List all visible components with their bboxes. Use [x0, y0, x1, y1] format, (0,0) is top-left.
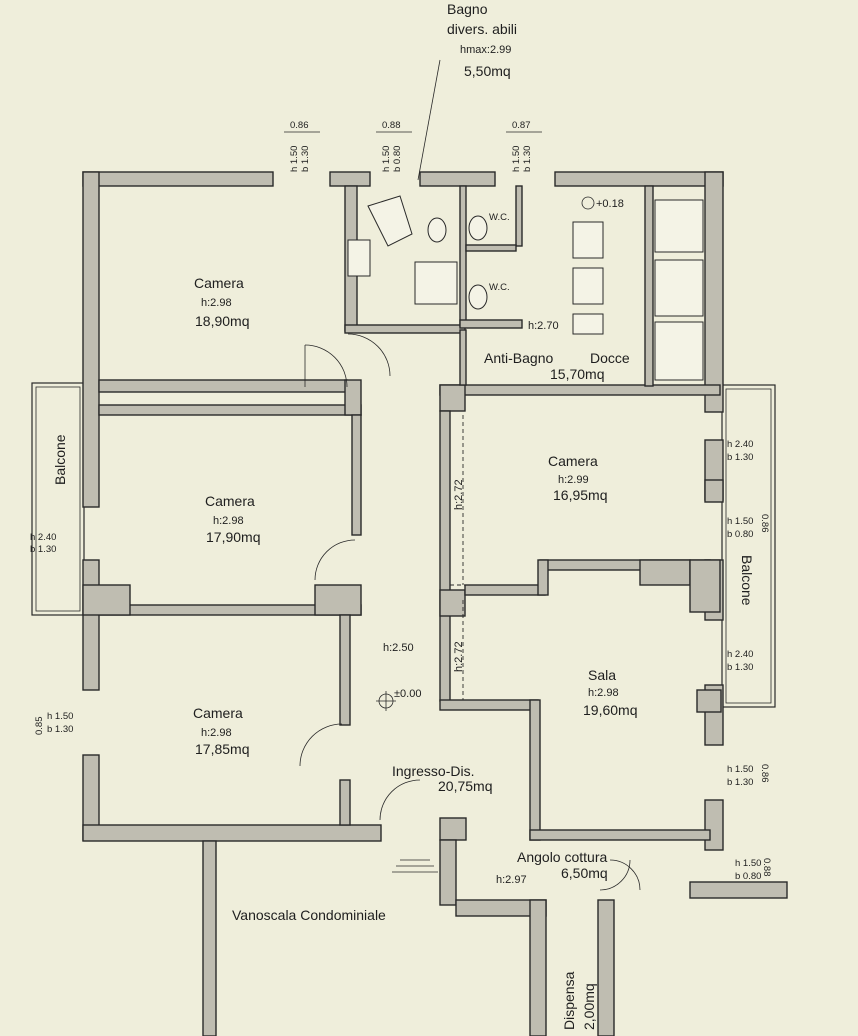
wc-2-name: W.C. [489, 282, 510, 293]
sala-area: 19,60mq [583, 702, 637, 718]
camera-3-area: 17,85mq [195, 741, 249, 757]
camera-3-height: h:2.98 [201, 727, 232, 739]
balcone-right-name: Balcone [739, 555, 755, 606]
doors [299, 333, 641, 891]
ingresso-level: ±0.00 [394, 688, 421, 700]
camera-4-height: h:2.99 [558, 474, 589, 486]
window-left-1-h: h 2.40 [30, 532, 56, 543]
ingresso-name: Ingresso-Dis. [392, 763, 474, 779]
camera-4-area: 16,95mq [553, 487, 607, 503]
window-left-2-h: h 1.50 [47, 711, 73, 722]
camera-1-height: h:2.98 [201, 297, 232, 309]
interior-walls [82, 185, 724, 841]
window-top-2-b: b 0.80 [392, 146, 403, 172]
window-right-1-h: h 2.40 [727, 439, 753, 450]
bagno-name-1: Bagno [447, 1, 488, 17]
window-right-3-h: h 2.40 [727, 649, 753, 660]
antibagno-name: Anti-Bagno [484, 350, 553, 366]
camera-2-name: Camera [205, 493, 255, 509]
vanoscala-name: Vanoscala Condominiale [232, 907, 386, 923]
camera-2-height: h:2.98 [213, 515, 244, 527]
window-left-1-b: b 1.30 [30, 544, 56, 555]
bathroom-fixtures [347, 195, 704, 381]
window-right-1-b: b 1.30 [727, 452, 753, 463]
bagno-name-2: divers. abili [447, 21, 517, 37]
docce-level: +0.18 [596, 198, 624, 210]
camera-3-name: Camera [193, 705, 243, 721]
balcone-left [31, 382, 85, 616]
antibagno-area: 15,70mq [550, 366, 604, 382]
window-right-2-width: 0.86 [759, 514, 770, 533]
docce-name: Docce [590, 350, 630, 366]
window-top-3-b: b 1.30 [522, 146, 533, 172]
window-right-4-width: 0.86 [759, 764, 770, 783]
dispensa-area: 2,00mq [581, 983, 597, 1030]
camera-2-area: 17,90mq [206, 529, 260, 545]
window-left-2-width: 0.85 [34, 717, 45, 736]
window-right-3-b: b 1.30 [727, 662, 753, 673]
corridor-height-upper: h:2.72 [453, 479, 465, 510]
wc-1-name: W.C. [489, 212, 510, 223]
ingresso-area: 20,75mq [438, 778, 492, 794]
camera-1-name: Camera [194, 275, 244, 291]
camera-1-area: 18,90mq [195, 313, 249, 329]
stairs-marker [392, 859, 438, 873]
bagno-area: 5,50mq [464, 63, 511, 79]
window-right-5-width: 0.88 [761, 858, 772, 877]
window-right-4-b: b 1.30 [727, 777, 753, 788]
window-left-2-b: b 1.30 [47, 724, 73, 735]
window-right-5-h: h 1.50 [735, 858, 761, 869]
antibagno-height: h:2.70 [528, 320, 559, 332]
level-marker-icon [376, 691, 396, 711]
window-top-1-h: h 1.50 [289, 146, 300, 172]
angolo-cottura-area: 6,50mq [561, 865, 608, 881]
balcone-right [721, 384, 776, 708]
outer-walls [82, 171, 788, 1036]
window-top-1-width: 0.86 [290, 120, 309, 131]
window-right-2-h: h 1.50 [727, 516, 753, 527]
dispensa-name: Dispensa [561, 971, 577, 1030]
sala-height: h:2.98 [588, 687, 619, 699]
ingresso-height: h:2.50 [383, 642, 414, 654]
window-top-2-width: 0.88 [382, 120, 401, 131]
window-top-2-h: h 1.50 [381, 146, 392, 172]
bagno-height: hmax:2.99 [460, 44, 511, 56]
balcone-left-name: Balcone [52, 434, 68, 485]
corridor-height-lower: h:2.72 [453, 641, 465, 672]
window-right-2-b: b 0.80 [727, 529, 753, 540]
window-right-4-h: h 1.50 [727, 764, 753, 775]
angolo-cottura-name: Angolo cottura [517, 849, 607, 865]
window-right-5-b: b 0.80 [735, 871, 761, 882]
window-top-1-b: b 1.30 [300, 146, 311, 172]
angolo-cottura-height: h:2.97 [496, 874, 527, 886]
sala-name: Sala [588, 667, 616, 683]
camera-4-name: Camera [548, 453, 598, 469]
window-top-3-width: 0.87 [512, 120, 531, 131]
window-top-3-h: h 1.50 [511, 146, 522, 172]
